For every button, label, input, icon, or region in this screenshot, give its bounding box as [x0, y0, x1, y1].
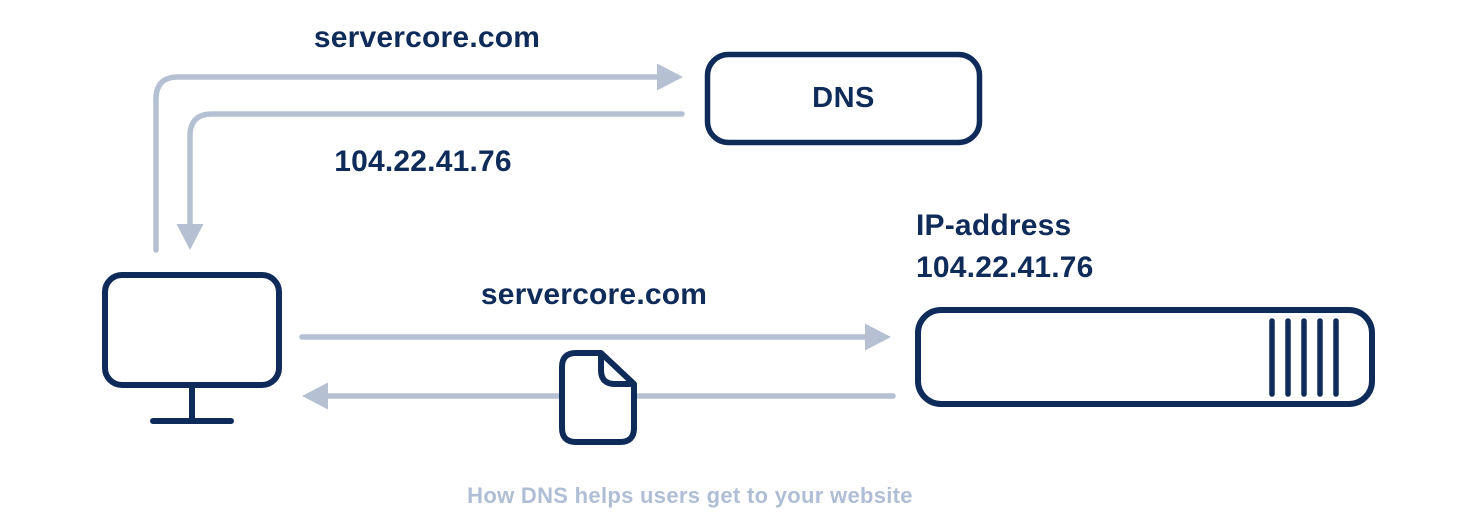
arrow-left-icon: [302, 382, 328, 410]
document-icon: [559, 350, 637, 445]
dns-node-box: [704, 51, 983, 146]
dns-node-label: DNS: [812, 82, 875, 114]
arrow-server-request: [299, 323, 891, 351]
server-ip-label-line1: IP-address: [916, 209, 1072, 242]
server-ip-label-line2: 104.22.41.76: [916, 251, 1094, 284]
arrow-right-icon: [865, 323, 891, 351]
monitor-icon: [102, 272, 282, 424]
arrow-dns-request: [153, 63, 683, 253]
dns-response-label: 104.22.41.76: [334, 145, 512, 178]
server-ip-label: IP-address 104.22.41.76: [916, 205, 1094, 289]
diagram-caption: How DNS helps users get to your website: [467, 483, 913, 508]
arrow-right-icon: [657, 63, 683, 91]
arrow-dns-response: [176, 111, 685, 250]
arrow-down-icon: [176, 224, 204, 250]
server-request-label: servercore.com: [480, 278, 708, 311]
server-rack-icon: [915, 307, 1375, 407]
dns-request-label: servercore.com: [313, 21, 541, 54]
